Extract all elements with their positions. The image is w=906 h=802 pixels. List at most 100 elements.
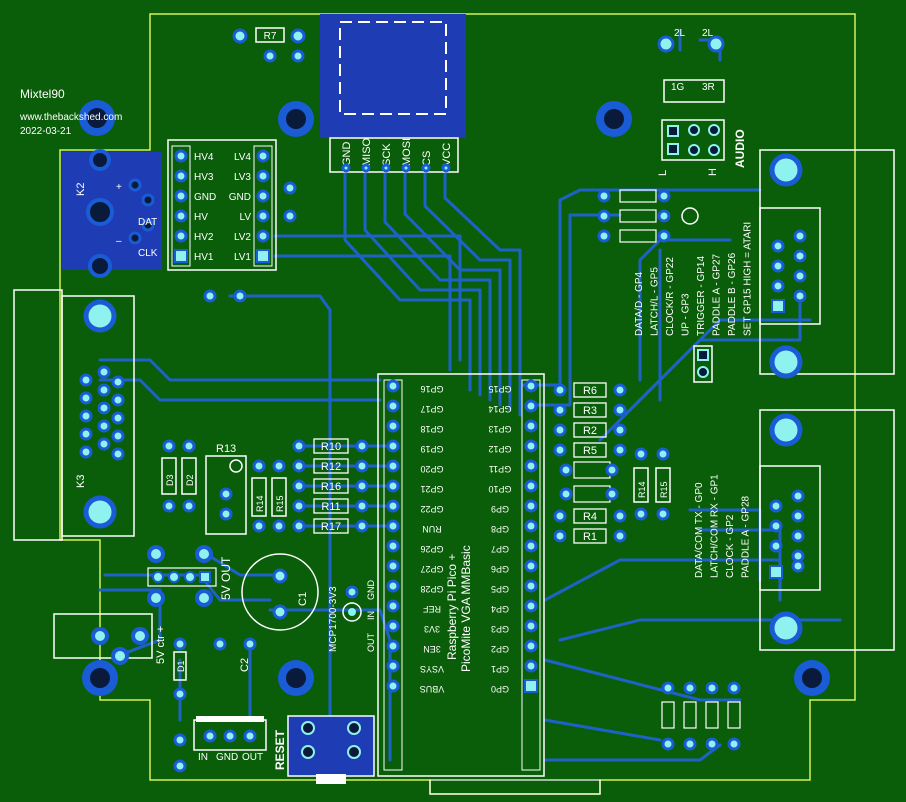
db9-pad	[791, 489, 805, 503]
reg-out: OUT	[366, 633, 376, 653]
pico-title-2: PicoMite VGA MMBasic	[459, 545, 473, 672]
pico-left-label: REF	[422, 604, 441, 614]
resistor-pad	[355, 519, 369, 533]
pico-pin-right	[524, 399, 538, 413]
vga-pad	[79, 391, 93, 405]
pico-right-label: GP6	[491, 564, 509, 574]
vga-pad	[79, 373, 93, 387]
db9-pad	[771, 239, 785, 253]
pico-right-label: GP12	[488, 444, 511, 454]
sd-pin-label: MOSI	[401, 138, 413, 166]
ls-pad	[256, 149, 270, 163]
pico-right-label: GP11	[489, 464, 511, 474]
atari-label: CLOCK/R - GP22	[665, 257, 676, 336]
resistor-pad	[292, 459, 306, 473]
ls-pad	[174, 229, 188, 243]
vga-pad	[79, 409, 93, 423]
vga-pad	[111, 393, 125, 407]
resistor-pad	[292, 439, 306, 453]
pico-pin-right	[524, 639, 538, 653]
date-text: 2022-03-21	[20, 126, 72, 137]
atari-label: LATCH/L - GP5	[650, 267, 661, 336]
resistor-body	[313, 478, 349, 494]
vga-pad	[79, 427, 93, 441]
audio-side-h: H	[707, 168, 719, 176]
pico-right-label: GP0	[491, 684, 509, 694]
pico-pin-right	[524, 499, 538, 513]
resistor-label: R12	[321, 461, 341, 473]
pico-right-label: GP4	[491, 604, 509, 614]
pico-right-label: GP2	[491, 644, 509, 654]
resistor-pad	[553, 529, 567, 543]
d3-label: D3	[165, 474, 175, 486]
pico-module: GP16GP17GP18GP19GP20GP21GP22RUNGP26GP27G…	[377, 373, 545, 777]
resistor-body	[727, 701, 741, 729]
resistor-pad	[613, 443, 627, 457]
k2-minus: –	[116, 236, 122, 247]
ls-left-label: GND	[194, 192, 216, 203]
resistor-pad	[292, 499, 306, 513]
pico-left-label: GP20	[420, 464, 443, 474]
ls-left-label: HV4	[194, 152, 214, 163]
resistor-label: R3	[583, 405, 597, 417]
r14-right-label: R14	[637, 481, 647, 498]
resistor-label: R16	[321, 481, 341, 493]
resistor-pad	[613, 509, 627, 523]
vga-pad	[97, 401, 111, 415]
decoupling-caps	[203, 181, 297, 303]
resistor-pad	[683, 681, 697, 695]
atari-label: UP - GP3	[681, 293, 692, 336]
vga-pad	[111, 375, 125, 389]
resistor-body	[573, 508, 607, 524]
ls-left-label: HV2	[194, 232, 214, 243]
c2-label: C2	[239, 658, 251, 672]
ls-right-label: GND	[229, 192, 251, 203]
resistor-body	[313, 518, 349, 534]
resistor-pad	[355, 499, 369, 513]
sd-pin-label: VCC	[441, 143, 453, 166]
sd-pin-pad	[381, 163, 391, 173]
sd-pin-label: CS	[421, 151, 433, 166]
resistor-body	[573, 442, 607, 458]
nes-db9-connector	[759, 409, 895, 651]
reg-in: IN	[366, 611, 376, 620]
pico-pin-square	[524, 679, 538, 693]
out-label: 5V OUT	[219, 556, 233, 600]
cap-pad	[605, 463, 619, 477]
vga-pad	[97, 419, 111, 433]
pico-left-label: VBUS	[420, 684, 445, 694]
pico-pin-left	[386, 619, 400, 633]
resistor-pad	[727, 681, 741, 695]
db9-pad	[771, 259, 785, 273]
pico-right-label: GP14	[488, 404, 511, 414]
pico-pin-left	[386, 379, 400, 393]
db9-pad-square	[769, 565, 783, 579]
db9-pad	[793, 269, 807, 283]
ls-pad	[174, 209, 188, 223]
resistor-body	[573, 528, 607, 544]
sd-pin-pad	[361, 163, 371, 173]
k2-plus: +	[116, 182, 122, 193]
resistor-pad	[613, 529, 627, 543]
pico-left-label: GP26	[420, 544, 443, 554]
resistor-pad	[613, 383, 627, 397]
resistor-body	[573, 402, 607, 418]
pico-right-label: GP3	[491, 624, 509, 634]
atari-label: SET GP15 HIGH = ATARI	[743, 222, 754, 336]
pico-pin-right	[524, 659, 538, 673]
pico-right-label: GP7	[491, 544, 509, 554]
ls-pad	[256, 229, 270, 243]
resistor-pad	[613, 423, 627, 437]
audio-pad-2l-b: 2L	[702, 28, 714, 39]
pico-pin-right	[524, 519, 538, 533]
power-section: 5V OUT C1 5V ctr + D1 C2 IN GND OUT RESE…	[53, 545, 601, 795]
pico-right-label: GP13	[488, 424, 511, 434]
sd-pin-pad	[401, 163, 411, 173]
pico-left-label: GP21	[420, 484, 443, 494]
resistor-body	[573, 382, 607, 398]
bottom-small-resistors	[661, 681, 741, 751]
nes-label: CLOCK - GP2	[725, 514, 736, 578]
